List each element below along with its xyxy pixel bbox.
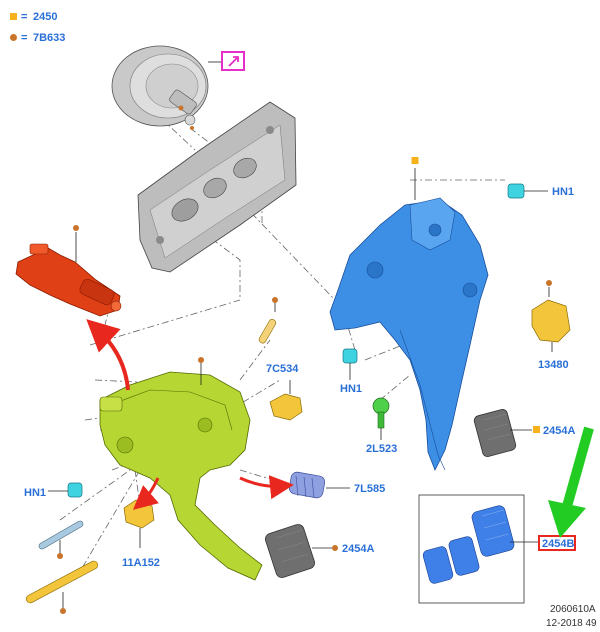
pivot-pin-short bbox=[38, 520, 84, 559]
bumper-stop-mid bbox=[342, 348, 358, 380]
inset-pedal-pads bbox=[418, 494, 576, 604]
red-arrow-to-cylinder bbox=[86, 319, 130, 391]
figure-date: 12-2018 49 bbox=[546, 618, 597, 629]
assembly-bolt-marker bbox=[198, 357, 204, 363]
bumper-stop-top bbox=[507, 183, 548, 199]
booster-bolt-marker bbox=[190, 126, 194, 130]
clutch-pedal-assembly bbox=[99, 357, 263, 581]
legend-square-swatch bbox=[10, 13, 17, 20]
pivot-pin-long bbox=[25, 560, 99, 614]
booster-bolt-marker bbox=[178, 105, 184, 111]
figure-id: 2060610A bbox=[550, 604, 596, 615]
stud-upper bbox=[258, 297, 278, 344]
callout-2454a-bottom bbox=[312, 545, 338, 551]
pedal-box bbox=[329, 157, 489, 471]
bumper-stop-left bbox=[48, 482, 83, 498]
pin-bolt-marker bbox=[57, 553, 63, 559]
cylinder-bolt-marker bbox=[73, 225, 79, 231]
legend-circle-eq: = bbox=[21, 32, 27, 44]
label-2l523: 2L523 bbox=[366, 443, 397, 455]
legend-square-eq: = bbox=[21, 11, 27, 23]
label-2454a-bottom: 2454A bbox=[342, 543, 374, 555]
callout-2454b-box bbox=[538, 535, 576, 551]
label-2454b: 2454B bbox=[542, 538, 574, 550]
switch-13480 bbox=[531, 280, 571, 352]
red-arrow-to-spring bbox=[239, 475, 294, 500]
pin-bolt-marker bbox=[60, 608, 66, 614]
pad-square-marker bbox=[533, 426, 540, 433]
legend-square-code: 2450 bbox=[33, 11, 57, 23]
bracket-7c534 bbox=[269, 380, 303, 421]
bracket-11a152 bbox=[123, 499, 155, 548]
pedal-box-square-marker bbox=[411, 157, 419, 164]
clutch-master-cylinder bbox=[15, 225, 122, 317]
clip-2l523 bbox=[372, 397, 390, 440]
motion-arrows bbox=[86, 319, 294, 510]
legend: = 2450 = 7B633 bbox=[10, 11, 65, 44]
stud-bolt-marker bbox=[272, 297, 278, 303]
label-7c534: 7C534 bbox=[266, 363, 299, 375]
brake-booster bbox=[111, 45, 209, 130]
legend-circle-code: 7B633 bbox=[33, 32, 65, 44]
red-arrow-to-bracket bbox=[132, 477, 160, 510]
label-hn1-mid: HN1 bbox=[340, 383, 362, 395]
label-2454a-top: 2454A bbox=[543, 425, 575, 437]
pad-circle-marker bbox=[332, 545, 338, 551]
callout-2454a-top bbox=[510, 426, 540, 433]
legend-circle-swatch bbox=[10, 34, 17, 41]
green-pointer-arrow bbox=[548, 426, 594, 538]
switch-bolt-marker bbox=[546, 280, 552, 286]
label-7l585: 7L585 bbox=[354, 483, 385, 495]
booster-callout bbox=[208, 51, 245, 71]
label-hn1-top: HN1 bbox=[552, 186, 574, 198]
label-11a152: 11A152 bbox=[122, 557, 160, 569]
bulkhead-bracket bbox=[137, 101, 297, 273]
brake-pedal-pad bbox=[473, 409, 517, 457]
spring-7l585 bbox=[288, 471, 350, 499]
arrow-up-right-icon bbox=[228, 56, 239, 67]
label-13480: 13480 bbox=[538, 359, 569, 371]
clutch-pedal-pad bbox=[265, 524, 315, 578]
label-hn1-left: HN1 bbox=[24, 487, 46, 499]
